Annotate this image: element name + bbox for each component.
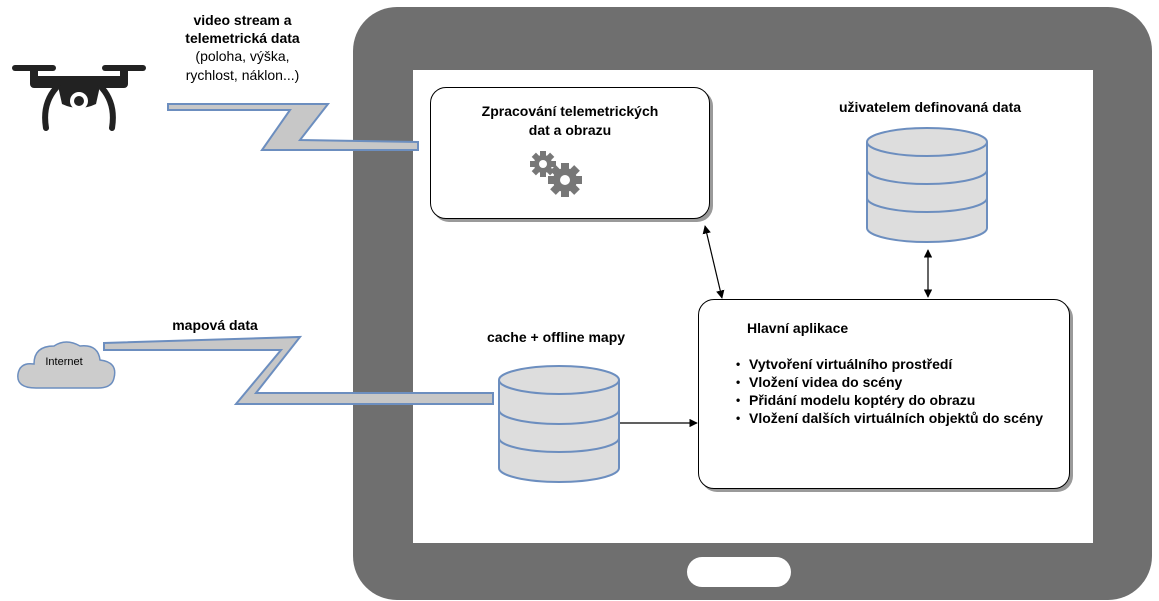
internet-label: Internet [45,356,83,368]
main-app-box[interactable]: Hlavní aplikace Vytvoření virtuálního pr… [698,299,1070,489]
internet-link-lightning [103,335,494,405]
arrow-processing-main [702,225,725,299]
processing-title: Zpracování telemetrických dat a obrazu [481,103,659,138]
map-data-label: mapová data [172,317,258,333]
gears-icon [530,151,582,197]
main-app-feature: Vytvoření virtuálního prostředí [736,355,1069,373]
drone-stream-title: video stream a telemetrická data [185,12,300,46]
cache-database-icon [498,365,620,483]
drone-link-lightning [167,103,419,151]
processing-box[interactable]: Zpracování telemetrických dat a obrazu [430,87,710,219]
main-app-feature: Vložení videa do scény [736,373,1069,391]
internet-cloud-icon [17,341,116,389]
user-data-label: uživatelem definovaná data [838,99,1022,115]
drone-stream-detail: (poloha, výška, rychlost, náklon...) [185,48,300,83]
drone-icon [12,65,146,131]
main-app-feature: Přidání modelu koptéry do obrazu [736,391,1069,409]
main-app-feature: Vložení dalších virtuálních objektů do s… [736,409,1069,427]
tablet-home-button[interactable] [687,557,791,587]
main-app-title: Hlavní aplikace [747,320,849,336]
user-data-database-icon [866,127,988,243]
cache-label: cache + offline mapy [486,329,626,345]
main-app-feature-list: Vytvoření virtuálního prostředí Vložení … [735,355,1069,427]
